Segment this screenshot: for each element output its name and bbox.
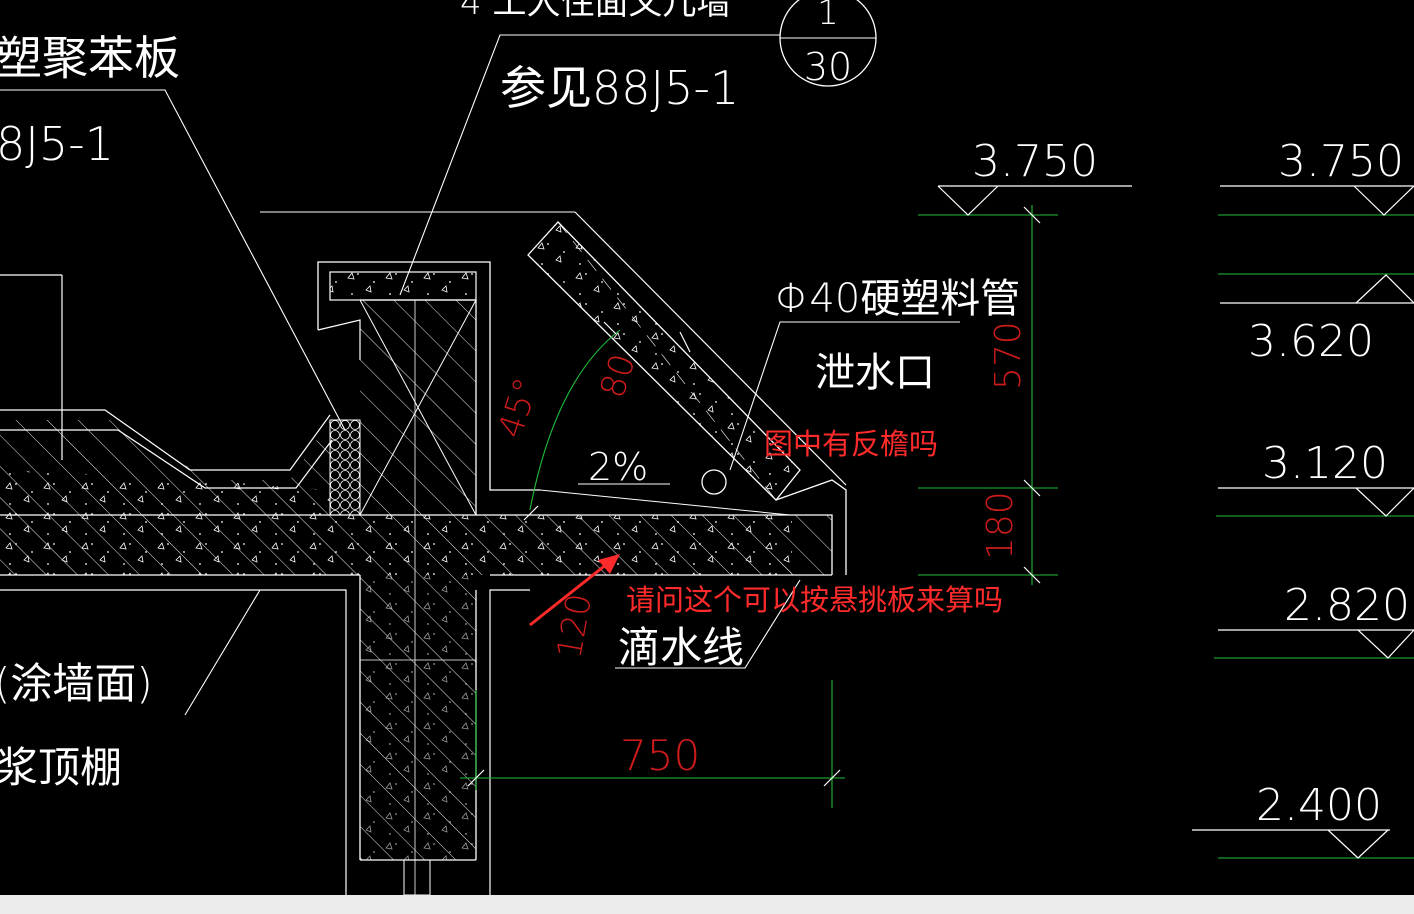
label-wall: (涂墙面)	[0, 659, 153, 708]
elevation-2: 3.620	[1248, 316, 1374, 367]
dim-angle: 45°	[491, 373, 548, 443]
label-ceiling: 浆顶棚	[0, 743, 122, 792]
elevation-1: 3.750	[1278, 136, 1404, 187]
annotation-question-2: 请问这个可以按悬挑板来算吗	[626, 583, 1003, 617]
callout-sheet: 30	[804, 45, 852, 89]
dimension-ticks	[467, 206, 1041, 787]
cantilever-edge	[490, 479, 847, 576]
dim-120: 120	[549, 591, 600, 662]
parapet-wall	[260, 211, 575, 895]
lower-wall	[0, 575, 530, 896]
label-slope: 2%	[588, 445, 648, 489]
roof-buildup	[0, 274, 333, 515]
detail-callout: 1 30	[779, 0, 877, 89]
label-ref-right: 参见88J5-1	[500, 61, 739, 115]
elevation-3: 3.120	[1262, 438, 1388, 489]
roof-slab	[0, 514, 792, 576]
elevation-5: 2.400	[1256, 780, 1382, 831]
callout-number: 1	[817, 0, 839, 33]
leader-lines	[0, 34, 960, 716]
elevation-markers	[937, 185, 1414, 859]
gutter-sloped-board	[527, 211, 847, 516]
dim-750: 750	[620, 731, 700, 780]
label-pipe: Φ40硬塑料管	[775, 276, 1020, 322]
label-board: 塑聚苯板	[0, 31, 180, 85]
label-ref-left: 8J5-1	[0, 117, 114, 171]
label-top-partial: 4 工人住面义儿墙	[460, 0, 730, 23]
label-drain: 泄水口	[815, 350, 935, 396]
annotation-question-1: 图中有反檐吗	[764, 427, 938, 461]
annotation-arrow	[529, 554, 620, 627]
label-drip: 滴水线	[618, 623, 744, 672]
elevation-0: 3.750	[972, 136, 1098, 187]
insulation-board	[329, 419, 361, 516]
elevation-4: 2.820	[1284, 580, 1410, 631]
dimension-lines	[460, 205, 1414, 859]
dim-570: 570	[988, 321, 1029, 390]
bottom-strip	[0, 895, 1414, 914]
drain-pipe-icon	[701, 469, 727, 495]
dim-180: 180	[980, 491, 1021, 560]
